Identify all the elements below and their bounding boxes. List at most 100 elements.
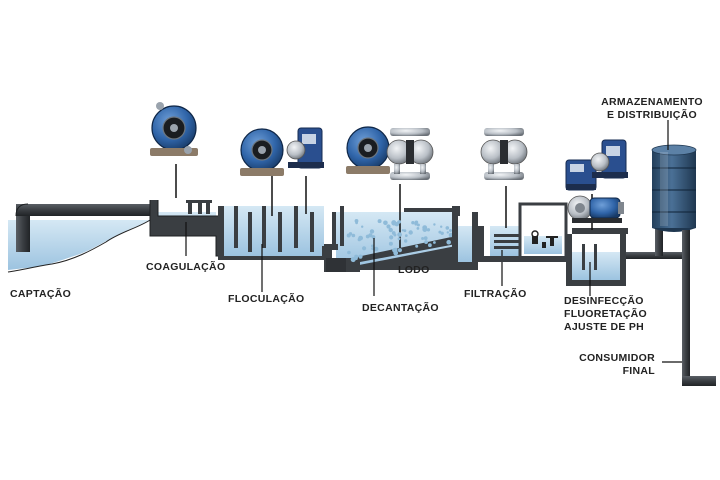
consumer-outlet-pipe [682, 376, 716, 386]
label-fluoretacao: FLUORETAÇÃO [564, 307, 647, 320]
sedimentation-weir-cap [452, 206, 460, 216]
diaphragm-pump-icon [386, 128, 434, 180]
disinfection-section [518, 194, 628, 296]
contact-baffle-1 [582, 244, 585, 270]
contact-tank-wall [566, 234, 626, 286]
baffle-3 [262, 206, 266, 248]
sludge-particle [347, 250, 351, 255]
sludge-particle [346, 233, 351, 238]
sludge-particle [404, 239, 408, 243]
label-coagulacao: COAGULAÇÃO [146, 260, 225, 273]
sludge-particle [446, 231, 449, 234]
label-captacao: CAPTAÇÃO [10, 287, 71, 300]
sedimentation-weir [404, 208, 458, 212]
sludge-particle [414, 222, 418, 226]
sludge-particle [428, 243, 432, 248]
sludge-particle [403, 229, 407, 233]
baffle-5 [294, 206, 298, 248]
river-water [8, 220, 150, 270]
riverbank [7, 219, 151, 273]
coagulation-mixer-3 [206, 202, 210, 214]
label-armazenamento: ARMAZENAMENTO [601, 96, 703, 108]
sludge-particle [371, 244, 374, 248]
sludge-particle [440, 231, 444, 235]
sludge-particle [401, 229, 405, 232]
sludge-particle [351, 233, 356, 238]
intake-section [7, 203, 152, 273]
sludge-particle [386, 224, 391, 229]
dosing-pump-icon [590, 139, 628, 179]
centrifugal-pump-icon [567, 195, 624, 223]
dosing-pump-icon [565, 159, 597, 191]
sludge-particle [445, 226, 450, 230]
consumer-down-pipe [682, 230, 690, 376]
sludge-particle [371, 247, 374, 251]
sedimentation-section [324, 184, 460, 296]
sludge-particle [391, 231, 396, 235]
label-distribuicao: E DISTRIBUIÇÃO [607, 108, 697, 121]
sludge-particle [416, 227, 420, 230]
sludge-particle [397, 237, 401, 241]
sludge-particle [423, 236, 428, 241]
sludge-particle [357, 237, 361, 242]
sludge-particle [440, 225, 443, 228]
sludge-particle [446, 239, 452, 245]
filter-media-3 [494, 246, 520, 249]
coagulation-top-plate [186, 200, 212, 203]
storage-section [626, 120, 716, 386]
contact-baffle-2 [594, 244, 597, 270]
flocculation-section [218, 176, 326, 292]
label-final: FINAL [623, 365, 656, 377]
storage-tank-icon [651, 144, 697, 232]
sludge-particle [388, 241, 393, 246]
pipe-to-clearwell [478, 256, 522, 262]
sludge-particle [421, 237, 425, 240]
filter-media-2 [494, 240, 520, 243]
coagulation-mixer-1 [188, 202, 192, 214]
sludge-particle [397, 220, 401, 224]
sludge-particle [397, 232, 402, 237]
sludge-particle [397, 248, 402, 253]
baffle-1 [234, 206, 238, 248]
sludge-particle [449, 229, 452, 232]
conveyance-pipes [324, 244, 522, 262]
sludge-particle [362, 246, 367, 251]
sludge-particle [424, 240, 428, 245]
sludge-particle [358, 254, 363, 259]
intake-pipe-elbow [15, 203, 29, 217]
intake-pipe-horizontal [16, 204, 152, 216]
sludge-particle [411, 221, 415, 225]
sludge-particle [383, 220, 388, 226]
peristaltic-pump-icon [150, 102, 198, 156]
dosing-pump-icon [286, 127, 324, 169]
pump-outlet-pipe [572, 228, 628, 234]
sludge-particle [373, 246, 379, 252]
sludge-particle [369, 229, 375, 234]
flocculation-tank-water [222, 206, 324, 256]
label-desinfeccao: DESINFECÇÃO [564, 294, 644, 307]
sludge-particle [389, 235, 394, 240]
intake-pipe-vertical [16, 206, 30, 252]
sludge-particle [391, 220, 397, 226]
sludge-particle [377, 219, 382, 224]
sedimentation-outlet-box [326, 258, 346, 272]
diaphragm-pump-icon [480, 128, 528, 180]
pipe-floc-to-dec [324, 244, 338, 250]
sludge-particle [368, 233, 373, 238]
sludge-particle [426, 228, 431, 232]
sludge-particle [433, 223, 436, 226]
valve-icon [531, 230, 558, 248]
coagulation-section [149, 164, 223, 257]
sludge-particle [354, 257, 358, 260]
filtration-channel-left [452, 212, 478, 270]
label-decantacao: DECANTAÇÃO [362, 301, 439, 314]
sludge-particle [416, 223, 420, 227]
sludge-particle [361, 225, 364, 228]
sludge-particle [422, 227, 428, 233]
peristaltic-pump-icon [240, 128, 284, 176]
sedimentation-sludge-slope [354, 246, 456, 270]
coagulation-mixer-2 [198, 202, 202, 214]
sludge-particle [449, 234, 453, 237]
peristaltic-pump-icon [346, 126, 390, 174]
